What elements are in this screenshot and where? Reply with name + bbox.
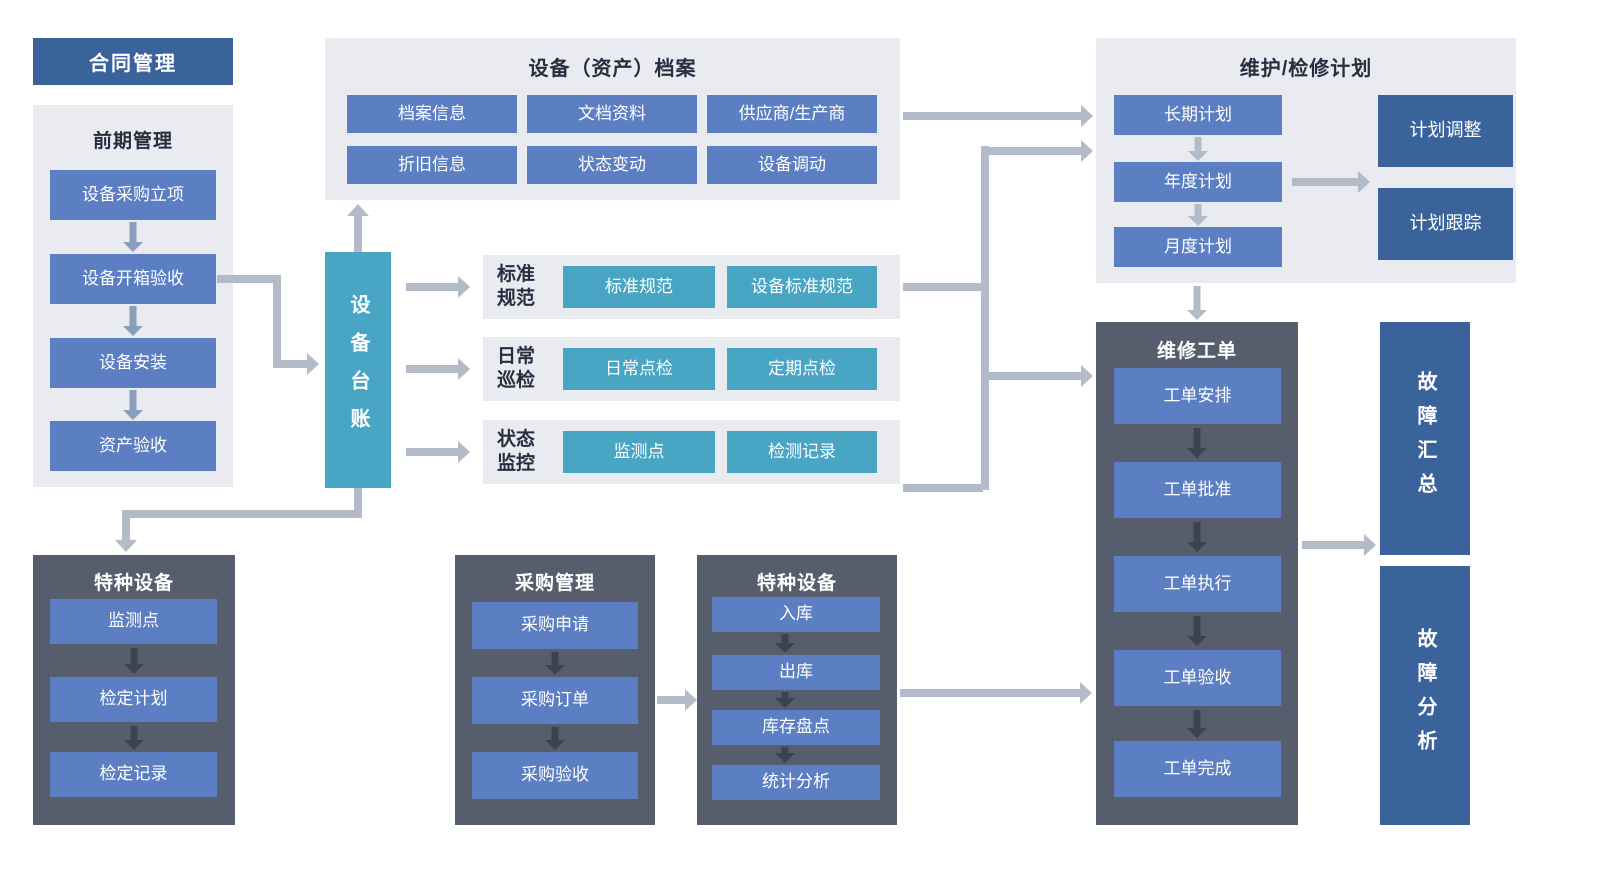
- node-order-approve: 工单批准: [1114, 462, 1281, 518]
- arrow-down-icon: [121, 306, 145, 336]
- arrow-down-icon: [115, 540, 137, 552]
- arrow-down-icon: [1185, 428, 1209, 458]
- equipment-ledger-label: 设备台账: [347, 294, 369, 446]
- connector-early-to-ledger: [273, 360, 309, 368]
- connector-workorder-to-fault: [1302, 533, 1376, 557]
- node-procurement-initiation: 设备采购立项: [50, 170, 216, 220]
- node-unboxing-acceptance: 设备开箱验收: [50, 254, 216, 304]
- connector-special-to-workorder: [900, 681, 1092, 705]
- node-statistics: 统计分析: [712, 765, 880, 800]
- node-verification-record: 检定记录: [50, 752, 217, 797]
- node-se-monitoring-point: 监测点: [50, 599, 217, 644]
- monitoring-row-label: 状态监控: [497, 429, 536, 474]
- connector-trunk-to-plan: [985, 139, 1093, 163]
- connector-monitoring-to-trunk: [903, 484, 983, 492]
- contract-management-label: 合同管理: [89, 53, 177, 75]
- asset-archive-title: 设备（资产）档案: [528, 58, 697, 80]
- arrow-down-icon: [774, 747, 796, 763]
- node-stocktaking: 库存盘点: [712, 710, 880, 745]
- node-long-term-plan: 长期计划: [1114, 95, 1282, 135]
- connector-plan-to-workorder: [1185, 286, 1209, 320]
- node-order-arrange: 工单安排: [1114, 368, 1281, 424]
- node-equipment-standard-spec: 设备标准规范: [727, 266, 877, 308]
- arrow-down-icon: [122, 726, 146, 750]
- archive-node-file-info: 档案信息: [347, 95, 517, 133]
- arrow-down-icon: [1186, 137, 1210, 161]
- node-periodic-check: 定期点检: [727, 348, 877, 390]
- connector-ledger-to-special: [122, 510, 130, 542]
- arrow-down-icon: [122, 648, 146, 674]
- node-standard-spec: 标准规范: [563, 266, 715, 308]
- node-order-accept: 工单验收: [1114, 650, 1281, 706]
- archive-node-depreciation: 折旧信息: [347, 146, 517, 184]
- inspection-row-label: 日常巡检: [497, 346, 536, 391]
- node-purchase-order: 采购订单: [472, 677, 638, 724]
- node-annual-plan: 年度计划: [1114, 162, 1282, 202]
- fault-analysis-label: 故障分析: [1414, 627, 1436, 764]
- archive-node-transfer: 设备调动: [707, 146, 877, 184]
- connector-trunk: [981, 146, 989, 490]
- node-detection-record: 检测记录: [727, 431, 877, 473]
- arrow-down-icon: [774, 692, 796, 708]
- arrow-down-icon: [1186, 204, 1210, 226]
- node-plan-track: 计划跟踪: [1378, 188, 1513, 260]
- connector-procurement-to-special: [657, 689, 697, 711]
- node-daily-check: 日常点检: [563, 348, 715, 390]
- standards-row-label: 标准规范: [497, 264, 536, 309]
- connector-annual-to-adjust: [1292, 170, 1370, 194]
- node-equipment-installation: 设备安装: [50, 338, 216, 388]
- special-equipment-left-title: 特种设备: [93, 573, 174, 594]
- work-order-title: 维修工单: [1156, 341, 1237, 362]
- early-management-title: 前期管理: [92, 131, 173, 152]
- connector-ledger-to-standards: [406, 276, 470, 298]
- connector-ledger-to-special: [126, 510, 362, 518]
- special-equipment-center-title: 特种设备: [756, 573, 837, 594]
- archive-node-documents: 文档资料: [527, 95, 697, 133]
- node-inbound: 入库: [712, 597, 880, 632]
- node-monitoring-point: 监测点: [563, 431, 715, 473]
- node-purchase-request: 采购申请: [472, 602, 638, 649]
- connector-early-to-ledger: [273, 275, 281, 368]
- node-order-complete: 工单完成: [1114, 741, 1281, 797]
- node-plan-adjust: 计划调整: [1378, 95, 1513, 167]
- arrow-down-icon: [1185, 522, 1209, 552]
- procurement-title: 采购管理: [514, 573, 595, 594]
- archive-node-supplier: 供应商/生产商: [707, 95, 877, 133]
- connector-early-to-ledger: [217, 275, 281, 283]
- arrow-down-icon: [121, 222, 145, 252]
- connector-ledger-to-inspection: [406, 358, 470, 380]
- arrow-down-icon: [1185, 616, 1209, 646]
- connector-archive-to-plan: [903, 104, 1093, 128]
- node-monthly-plan: 月度计划: [1114, 227, 1282, 267]
- node-outbound: 出库: [712, 655, 880, 690]
- connector-ledger-to-special: [354, 488, 362, 518]
- arrow-down-icon: [121, 390, 145, 420]
- node-verification-plan: 检定计划: [50, 677, 217, 722]
- archive-node-status-change: 状态变动: [527, 146, 697, 184]
- node-order-execute: 工单执行: [1114, 556, 1281, 612]
- arrow-right-icon: [307, 353, 319, 375]
- node-purchase-acceptance: 采购验收: [472, 752, 638, 799]
- fault-summary-node: 故障汇总: [1380, 322, 1470, 555]
- fault-summary-label: 故障汇总: [1414, 370, 1436, 507]
- contract-management-header: 合同管理: [33, 38, 233, 85]
- node-asset-acceptance: 资产验收: [50, 421, 216, 471]
- arrow-down-icon: [543, 727, 567, 750]
- arrow-down-icon: [543, 652, 567, 675]
- connector-ledger-to-archive: [347, 204, 369, 252]
- arrow-down-icon: [774, 634, 796, 653]
- connector-standards-to-trunk: [903, 283, 983, 291]
- maintenance-plan-title: 维护/检修计划: [1239, 58, 1373, 80]
- arrow-down-icon: [1185, 710, 1209, 738]
- connector-ledger-to-monitoring: [406, 441, 470, 463]
- equipment-ledger-node: 设备台账: [325, 252, 391, 488]
- fault-analysis-node: 故障分析: [1380, 566, 1470, 825]
- connector-trunk-to-workorder: [985, 364, 1093, 388]
